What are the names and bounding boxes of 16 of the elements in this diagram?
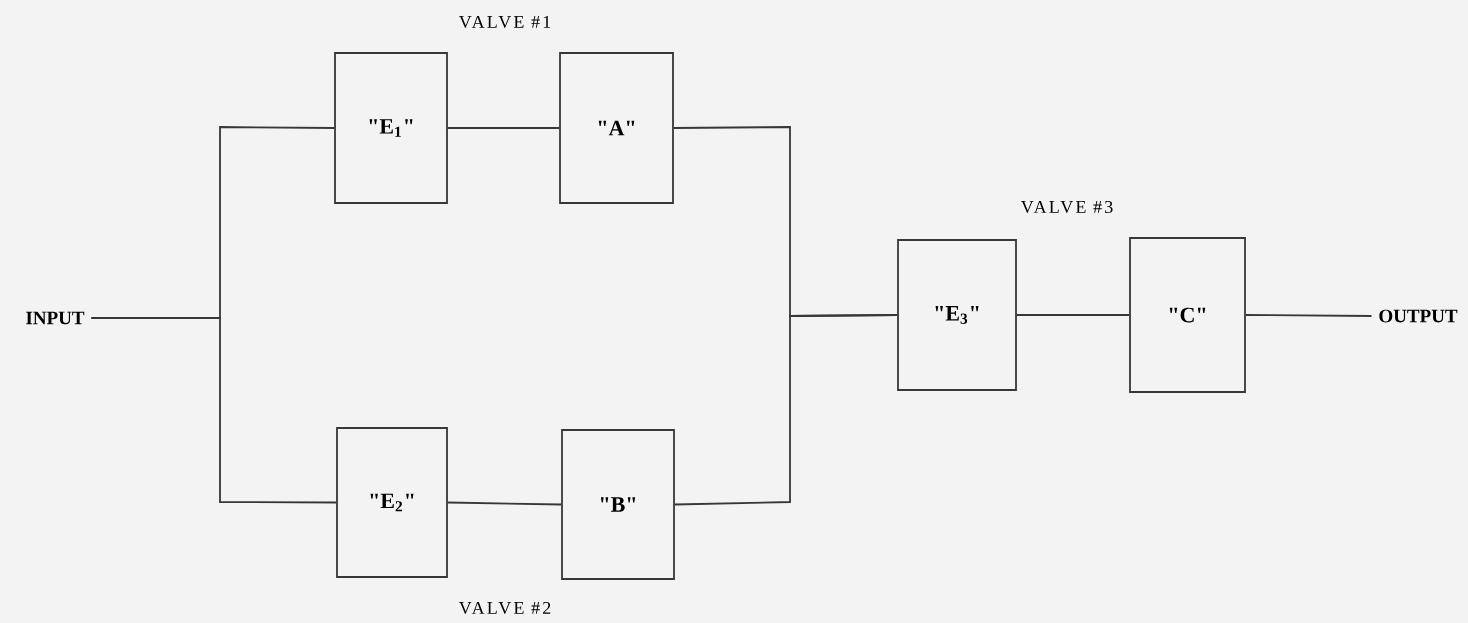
connector-line bbox=[447, 127, 560, 129]
connector-line bbox=[447, 501, 562, 506]
valve-label: VALVE #1 bbox=[458, 15, 551, 29]
connector-line bbox=[1245, 314, 1373, 317]
valve-box: "C" bbox=[1129, 237, 1246, 393]
terminal-label: OUTPUT bbox=[1379, 309, 1458, 323]
valve-box: "A" bbox=[559, 52, 674, 204]
connector-line bbox=[1016, 314, 1130, 316]
terminal-label: INPUT bbox=[26, 311, 85, 325]
valve-box: "E$_{1}$" bbox=[334, 52, 448, 204]
valve-label: VALVE #3 bbox=[1020, 200, 1113, 214]
valve-box: "E$_{3}$" bbox=[897, 239, 1017, 391]
valve-box: "B" bbox=[561, 429, 675, 580]
valve-label: VALVE #2 bbox=[458, 601, 551, 615]
valve-box: "E$_{2}$" bbox=[336, 427, 448, 578]
connector-line bbox=[90, 317, 337, 504]
